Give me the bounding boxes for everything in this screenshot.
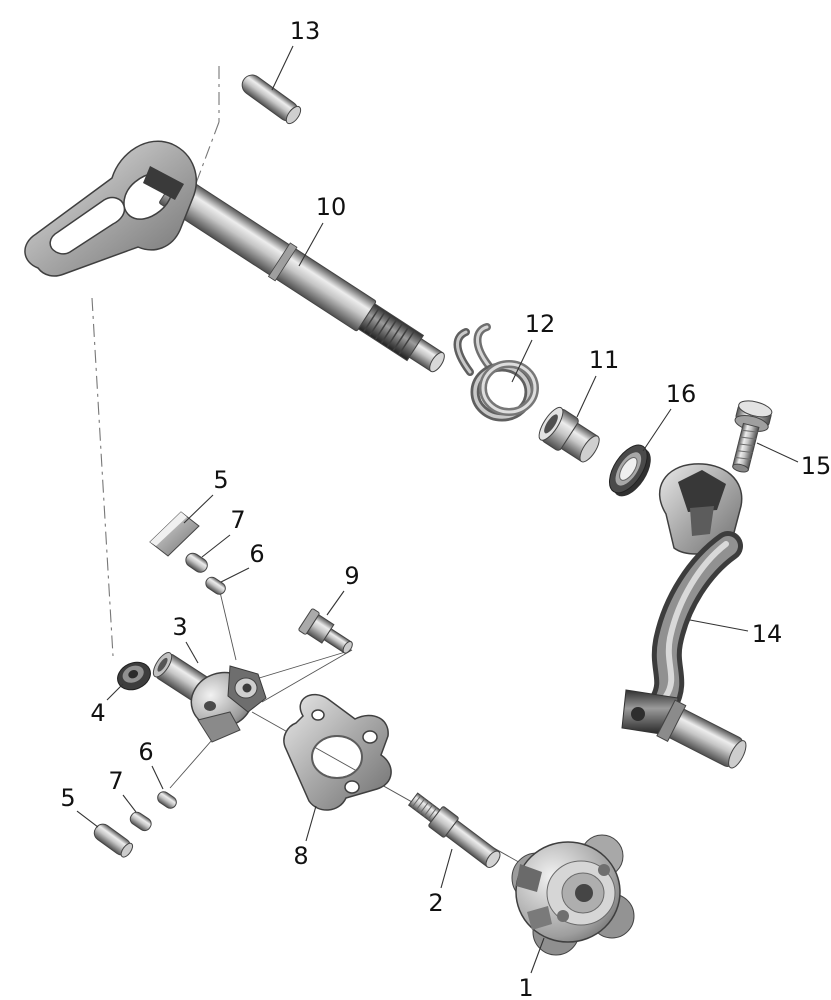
part-1-face-hole-2 — [557, 910, 569, 922]
leader-line-11-part-9 — [326, 590, 345, 616]
part-9-bolt-tip — [342, 641, 353, 654]
part-15-bolt-head-top — [738, 400, 773, 418]
leader-line-3-part-12 — [511, 339, 533, 383]
callout-label-14-part-6: 6 — [138, 738, 153, 766]
callout-label-16-part-5: 5 — [60, 784, 75, 812]
leader-line-9-part-7 — [201, 534, 231, 558]
part-5-plate-highlight — [150, 512, 187, 546]
leader-line-12-part-3 — [185, 641, 199, 664]
part-15-bolt — [732, 400, 773, 473]
leader-line-14-part-6 — [151, 765, 164, 790]
part-8-center-hole-rim — [311, 735, 363, 779]
callout-label-13-part-4: 4 — [90, 699, 105, 727]
part-3-lower-hole — [204, 701, 216, 711]
callout-label-15-part-7: 7 — [108, 767, 123, 795]
callout-label-18-part-2: 2 — [428, 889, 443, 917]
part-12-torsion-spring — [453, 323, 539, 422]
part-1-face-hole-1 — [598, 864, 610, 876]
part-14-peg-collar — [656, 699, 687, 742]
part-14-clevis-inner — [690, 506, 714, 536]
part-5-plate-upper — [149, 511, 200, 557]
callout-label-19-part-1: 1 — [518, 974, 533, 1000]
part-11-bushing — [538, 406, 600, 463]
part-5-pin-lower — [93, 823, 134, 858]
part-14-clamp-bolt — [631, 707, 645, 721]
part-10-shaft-collar — [267, 242, 298, 282]
part-16-ring-hole — [619, 457, 638, 481]
leader-line-4-part-11 — [576, 375, 597, 418]
callout-label-8-part-5: 5 — [213, 466, 228, 494]
part-10-fork-notch — [143, 166, 184, 200]
part-11-rear-face — [579, 435, 600, 463]
leader-line-8-part-5 — [183, 494, 214, 524]
callout-label-2-part-10: 10 — [316, 193, 347, 221]
part-10-shaft-cylinder — [159, 172, 445, 373]
part-7-pin-upper — [185, 552, 208, 573]
part-1-notch-1 — [516, 864, 542, 892]
callout-label-17-part-8: 8 — [293, 842, 308, 870]
part-3-pivot-hole — [242, 683, 252, 693]
part-2-end-face — [485, 850, 501, 868]
callout-label-11-part-9: 9 — [344, 562, 359, 590]
part-6-pin-lower — [157, 791, 177, 809]
part-1-notch-2 — [527, 906, 552, 930]
part-9-bolt — [298, 608, 353, 654]
callout-label-5-part-16: 16 — [666, 380, 697, 408]
part-16-seal-washer — [609, 444, 651, 497]
guide-line-2 — [194, 121, 220, 187]
leader-line-10-part-6 — [220, 567, 250, 583]
part-2-pivot-bolt — [407, 792, 501, 868]
leader-line-19-part-1 — [530, 937, 545, 974]
part-2-thread-lines — [411, 795, 438, 820]
part-4-ring-hole — [128, 669, 139, 679]
part-14-toe-peg — [656, 699, 747, 769]
part-4-damper-ring — [117, 661, 151, 691]
part-10-spline-ridges — [363, 307, 416, 355]
part-1-center-bore — [575, 884, 593, 902]
leader-line-16-part-5 — [76, 810, 99, 828]
callout-label-12-part-3: 3 — [172, 613, 187, 641]
leader-line-6-part-15 — [756, 442, 799, 463]
part-10-shaft-tip-face — [429, 351, 445, 373]
callout-label-1-part-13: 13 — [290, 17, 321, 45]
callout-label-4-part-11: 11 — [589, 346, 620, 374]
part-10-shift-shaft — [24, 140, 445, 373]
callout-label-3-part-12: 12 — [525, 310, 556, 338]
callout-label-9-part-7: 7 — [230, 506, 245, 534]
leader-line-7-part-14 — [689, 619, 749, 632]
leader-line-18-part-2 — [440, 848, 453, 889]
leader-line-1-part-13 — [271, 45, 294, 91]
leader-line-15-part-7 — [122, 794, 137, 813]
part-13-pin-end — [285, 105, 302, 125]
part-14-arm-highlight — [663, 541, 729, 699]
part-1-shift-cam-drum — [511, 834, 635, 956]
part-3-lower-hook — [197, 711, 241, 743]
callout-label-7-part-14: 14 — [752, 620, 783, 648]
callout-label-10-part-6: 6 — [249, 540, 264, 568]
leader-line-13-part-4 — [106, 683, 124, 701]
guide-line-3 — [91, 297, 114, 657]
part-6-pin-upper — [205, 576, 226, 595]
part-8-guide-plate — [283, 693, 392, 811]
leader-line-2-part-10 — [298, 222, 324, 267]
part-14-peg-end — [728, 740, 747, 769]
guide-line-5 — [261, 649, 353, 703]
guide-line-6 — [219, 591, 237, 661]
part-11-bore — [544, 414, 558, 434]
part-3-ratchet-assembly — [152, 652, 267, 743]
parts-layer — [24, 74, 773, 956]
part-13-dowel-pin — [241, 74, 302, 125]
part-15-bolt-tip — [732, 463, 749, 473]
leader-line-17-part-8 — [305, 805, 317, 842]
part-7-pin-lower — [129, 811, 152, 832]
callout-label-6-part-15: 15 — [801, 452, 831, 480]
part-15-thread-lines — [734, 429, 758, 460]
guide-line-4 — [245, 649, 353, 683]
part-14-shift-pedal — [621, 463, 747, 769]
part-14-clevis-slot — [678, 470, 726, 512]
leader-line-5-part-16 — [642, 408, 672, 452]
